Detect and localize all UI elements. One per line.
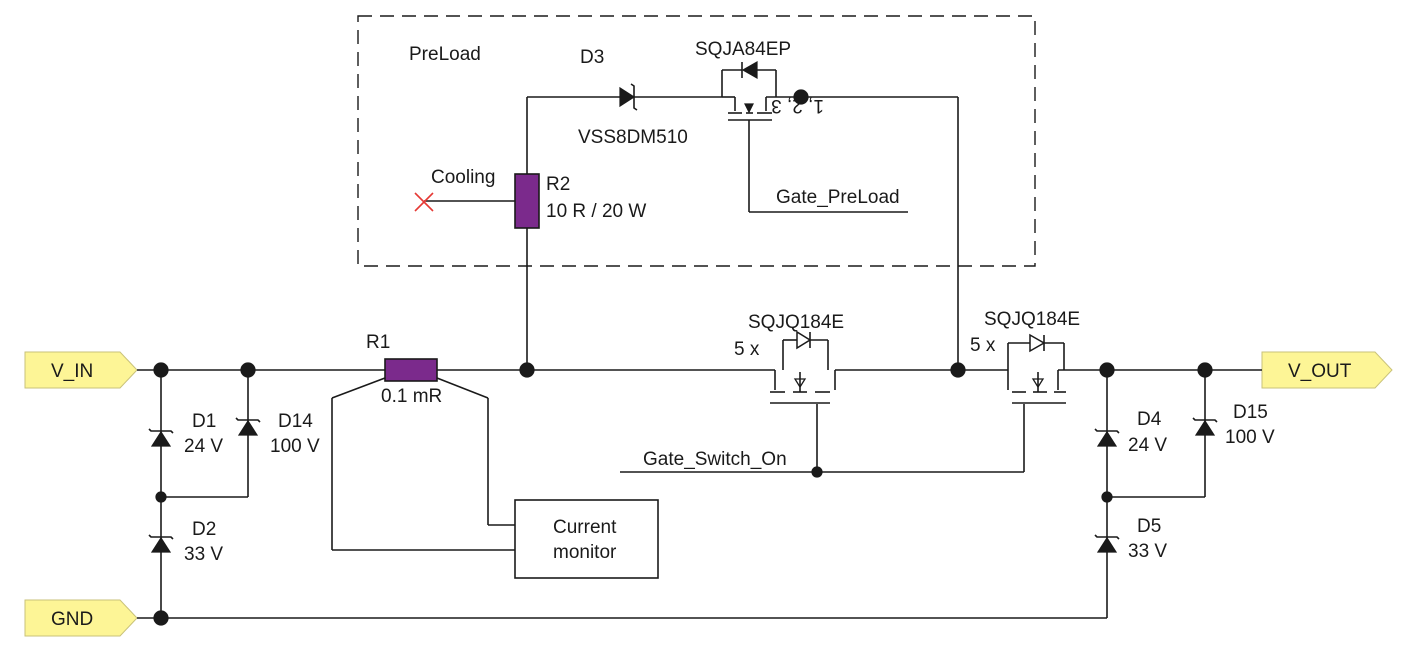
channel-arrow-icon <box>744 103 754 114</box>
body-diode-icon <box>796 330 812 350</box>
resistor-r1-body <box>384 358 438 382</box>
r2-value: 10 R / 20 W <box>546 201 646 222</box>
d4-ref: D4 <box>1137 409 1162 430</box>
r2-ref: R2 <box>546 174 570 195</box>
preload-boundary <box>357 15 1036 267</box>
port-gnd-label: GND <box>51 609 93 630</box>
mosfet-preload-pins: 1, 2, 3 <box>771 95 824 116</box>
port-gnd-shape <box>24 599 138 637</box>
channel-arrow-icon <box>793 378 807 389</box>
d14-ref: D14 <box>278 411 313 432</box>
switch2-part: SQJQ184E <box>984 309 1080 330</box>
tvs-d14-triangle <box>237 419 259 436</box>
preload-title: PreLoad <box>409 44 481 65</box>
diode-d3: D3 VSS8DM510 <box>578 47 688 148</box>
d5-value: 33 V <box>1128 541 1167 562</box>
tvs-d4-triangle <box>1096 430 1118 447</box>
junctions <box>153 89 1213 626</box>
d14-value: 100 V <box>270 436 320 457</box>
channel-arrow-icon <box>1031 378 1045 389</box>
resistor-r2: R2 10 R / 20 W <box>514 173 646 229</box>
diode-d3-triangle <box>619 86 636 108</box>
switch1-part: SQJQ184E <box>748 312 844 333</box>
d3-ref: D3 <box>580 47 604 68</box>
mosfet-preload-part: SQJA84EP <box>695 39 791 60</box>
gate-preload-label: Gate_PreLoad <box>776 187 900 208</box>
junction-dot <box>240 362 256 378</box>
junction-dot <box>1099 362 1115 378</box>
resistor-r1: R1 0.1 mR <box>366 332 442 407</box>
junction-dot <box>1197 362 1213 378</box>
tvs-d2-triangle <box>150 536 172 553</box>
d4-value: 24 V <box>1128 435 1167 456</box>
d15-ref: D15 <box>1233 402 1268 423</box>
current-monitor-line2: monitor <box>553 542 617 563</box>
tvs-d5: D5 33 V <box>1094 516 1167 562</box>
d5-ref: D5 <box>1137 516 1161 537</box>
tvs-d1-triangle <box>150 430 172 447</box>
junction-dot <box>153 610 169 626</box>
d3-part: VSS8DM510 <box>578 127 688 148</box>
junction-dot <box>153 362 169 378</box>
r1-ref: R1 <box>366 332 390 353</box>
port-gnd: GND <box>24 599 138 637</box>
junction-dot <box>519 362 535 378</box>
current-monitor-box <box>514 499 659 579</box>
wires <box>137 96 1262 619</box>
cooling-label: Cooling <box>431 167 495 188</box>
tvs-d14: D14 100 V <box>235 411 320 457</box>
d1-value: 24 V <box>184 436 223 457</box>
cooling-no-connect: Cooling <box>414 167 495 212</box>
tvs-d4: D4 24 V <box>1094 409 1167 456</box>
current-monitor-block: Current monitor <box>514 499 659 579</box>
mosfet-switch-1: SQJQ184E 5 x <box>734 312 870 404</box>
d2-ref: D2 <box>192 519 216 540</box>
switch1-count: 5 x <box>734 339 760 360</box>
tvs-d15: D15 100 V <box>1192 402 1275 448</box>
mosfet-preload: SQJA84EP 1, 2, 3 <box>695 39 824 121</box>
tvs-d5-triangle <box>1096 536 1118 553</box>
current-monitor-line1: Current <box>553 517 617 538</box>
port-v-in-shape <box>24 351 138 389</box>
port-v-in: V_IN <box>24 351 138 389</box>
body-diode-icon <box>1029 333 1046 353</box>
tvs-d1: D1 24 V <box>148 411 223 457</box>
port-v-out-shape <box>1261 351 1393 389</box>
body-diode-icon <box>741 60 758 80</box>
tvs-d15-triangle <box>1194 419 1216 436</box>
gate-switch-on-label: Gate_Switch_On <box>643 449 787 470</box>
junction-dot <box>950 362 966 378</box>
junction-dot <box>155 491 167 503</box>
resistor-r2-body <box>514 173 540 229</box>
port-v-in-label: V_IN <box>51 361 93 382</box>
switch2-count: 5 x <box>970 335 996 356</box>
junction-dot <box>1101 491 1113 503</box>
r1-value: 0.1 mR <box>381 386 442 407</box>
port-v-out-label: V_OUT <box>1288 361 1352 382</box>
junction-dot <box>811 466 823 478</box>
d15-value: 100 V <box>1225 427 1275 448</box>
d1-ref: D1 <box>192 411 216 432</box>
port-v-out: V_OUT <box>1261 351 1393 389</box>
tvs-d2: D2 33 V <box>148 519 223 565</box>
mosfet-switch-2: SQJQ184E 5 x <box>970 309 1090 404</box>
d2-value: 33 V <box>184 544 223 565</box>
